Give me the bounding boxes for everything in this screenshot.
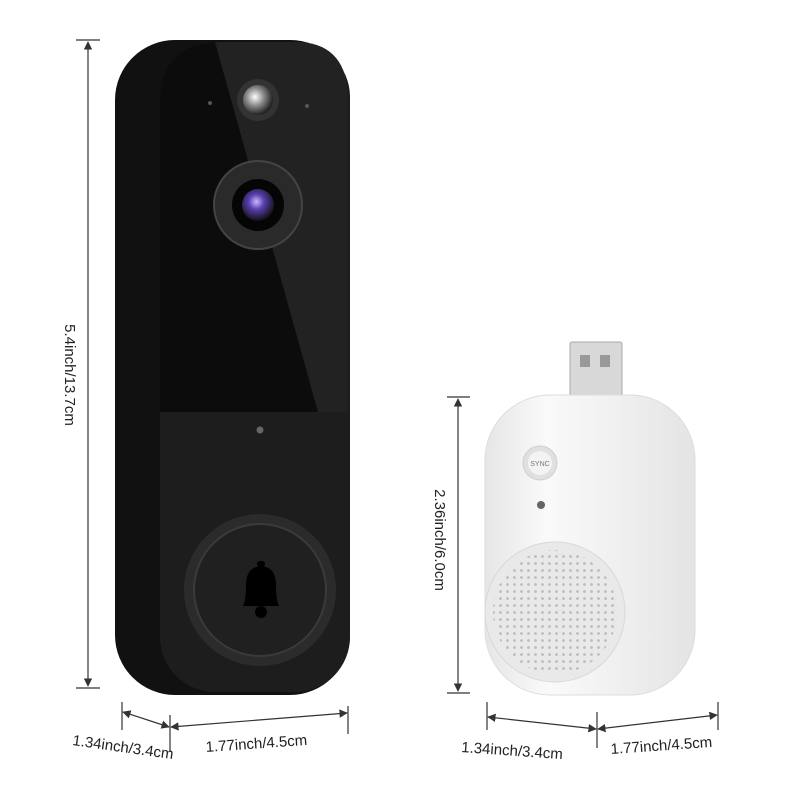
doorbell-width-label: 1.77inch/4.5cm [205, 732, 308, 756]
chime-depth-label: 1.34inch/3.4cm [461, 739, 564, 763]
chime-height-label: 2.36inch/6.0cm [431, 489, 448, 591]
sync-button: SYNC [530, 461, 549, 468]
chime-width-label: 1.77inch/4.5cm [610, 734, 713, 758]
doorbell-height-label: 5.4inch/13.7cm [61, 324, 78, 426]
doorbell-depth-label: 1.34inch/3.4cm [71, 732, 174, 763]
bell-icon [243, 561, 279, 618]
video-doorbell [115, 40, 350, 695]
dimension-lines [76, 39, 719, 752]
chime-receiver: SYNC [484, 341, 696, 696]
